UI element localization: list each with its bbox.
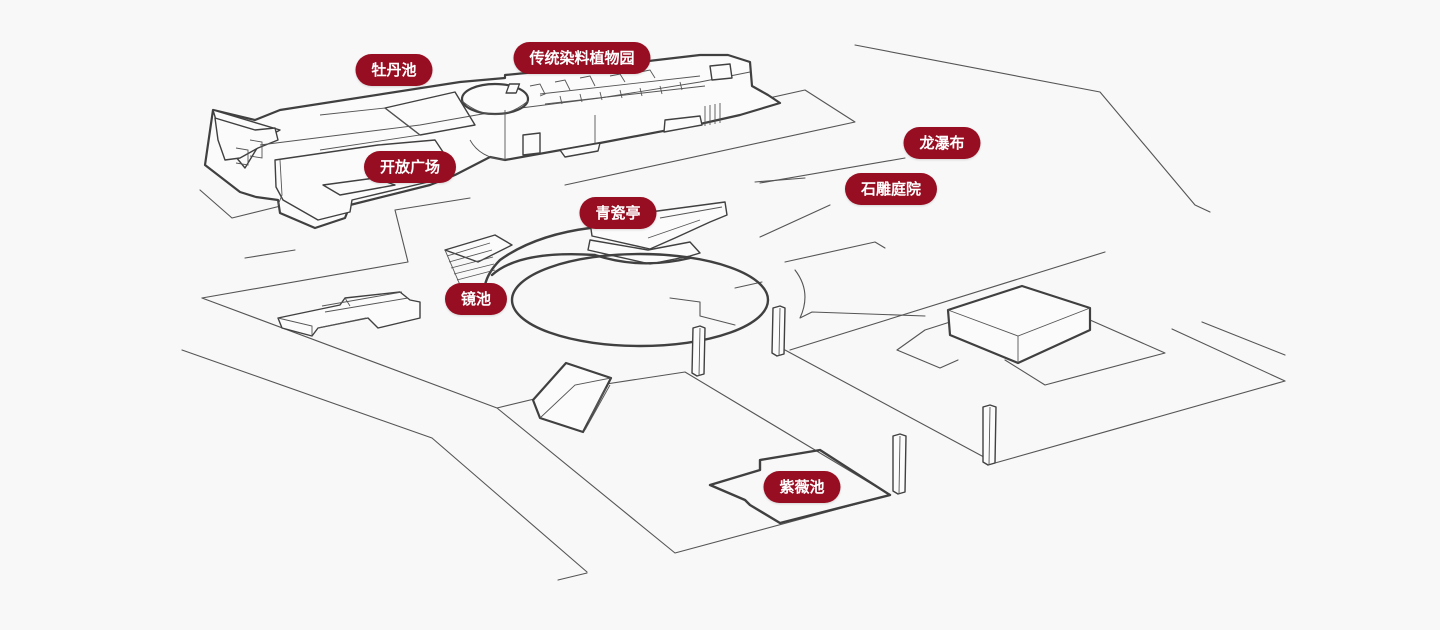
crape-myrtle-pond-outline <box>708 448 892 525</box>
pavilion-and-plaza <box>444 201 770 348</box>
label-open-plaza[interactable]: 开放广场 <box>363 151 457 183</box>
label-crape-myrtle-pond[interactable]: 紫薇池 <box>763 471 841 503</box>
label-dye-plant-garden[interactable]: 传统染料植物园 <box>513 42 651 74</box>
label-peony-pond[interactable]: 牡丹池 <box>355 54 433 86</box>
label-dragon-waterfall[interactable]: 龙瀑布 <box>903 127 981 159</box>
main-building <box>203 53 782 230</box>
roof-skylights <box>505 83 521 94</box>
label-stone-sculpture-court[interactable]: 石雕庭院 <box>844 173 938 205</box>
pillars <box>691 305 997 495</box>
label-mirror-pond[interactable]: 镜池 <box>444 283 508 315</box>
small-pavilion-cube <box>531 361 613 434</box>
right-box-building <box>946 284 1092 365</box>
label-celadon-pavilion[interactable]: 青瓷亭 <box>579 197 657 229</box>
left-annex-building <box>277 291 421 337</box>
